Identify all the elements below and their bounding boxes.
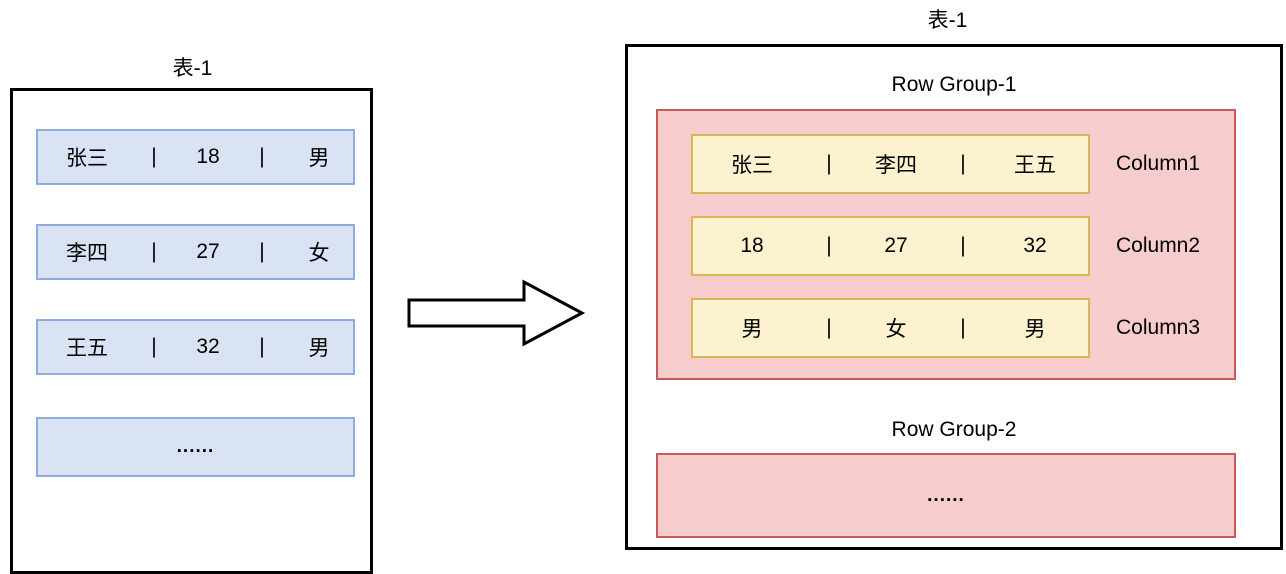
row-cell-separator: | (151, 240, 157, 263)
column-2-label: Column2 (1116, 234, 1201, 257)
left-row-oriented-table-panel: 表-1 张三 | 18 | 男 李四 | 27 | 女 王五 | 32 | 男 … (0, 44, 400, 574)
column-chunk-row[interactable]: 男 | 女 | 男 (691, 298, 1090, 358)
table-row[interactable]: 王五 | 32 | 男 (36, 319, 355, 375)
row-cell-separator: | (259, 145, 265, 168)
right-table-title: 表-1 (927, 9, 968, 32)
column-cell-separator: | (826, 234, 832, 257)
table-row[interactable]: 张三 | 18 | 男 (36, 129, 355, 185)
column-cell-1: 男 (741, 318, 763, 341)
column-cell-3: 男 (1024, 318, 1046, 341)
row-cell-gender: 女 (308, 242, 330, 265)
right-arrow-icon (407, 279, 586, 347)
row-cell-separator: | (151, 145, 157, 168)
left-table-title: 表-1 (172, 57, 213, 80)
column-cell-separator: | (960, 152, 966, 175)
column-1-label: Column1 (1116, 152, 1201, 175)
ellipsis-label: ...... (927, 484, 965, 506)
row-cell-separator: | (259, 335, 265, 358)
row-cell-age: 32 (196, 335, 220, 358)
column-cell-2: 27 (884, 234, 908, 257)
row-cell-age: 27 (196, 240, 220, 263)
left-table-outline: 张三 | 18 | 男 李四 | 27 | 女 王五 | 32 | 男 ....… (10, 88, 373, 574)
column-cell-2: 女 (885, 318, 907, 341)
column-cell-separator: | (826, 152, 832, 175)
row-group-1-box[interactable]: 张三 | 李四 | 王五 Column1 18 | 27 | 32 Column… (656, 109, 1236, 380)
right-table-outline: Row Group-1 张三 | 李四 | 王五 Column1 18 | 27… (625, 44, 1283, 550)
column-cell-2: 李四 (875, 154, 917, 177)
row-cell-separator: | (151, 335, 157, 358)
row-group-1-label: Row Group-1 (891, 73, 1017, 96)
row-cell-name: 张三 (66, 147, 108, 170)
column-cell-1: 张三 (731, 154, 773, 177)
row-group-2-label: Row Group-2 (891, 418, 1017, 441)
row-cell-gender: 男 (308, 337, 330, 360)
table-row-ellipsis[interactable]: ...... (36, 417, 355, 477)
column-3-label: Column3 (1116, 316, 1201, 339)
row-cell-separator: | (259, 240, 265, 263)
column-cell-3: 32 (1023, 234, 1047, 257)
right-column-oriented-table-panel: 表-1 Row Group-1 张三 | 李四 | 王五 Column1 18 … (610, 0, 1286, 560)
column-chunk-row[interactable]: 18 | 27 | 32 (691, 216, 1090, 276)
row-group-2-box[interactable]: ...... (656, 453, 1236, 538)
column-cell-separator: | (826, 316, 832, 339)
column-chunk-row[interactable]: 张三 | 李四 | 王五 (691, 134, 1090, 194)
column-cell-separator: | (960, 316, 966, 339)
row-cell-gender: 男 (308, 147, 330, 170)
row-cell-name: 王五 (66, 337, 108, 360)
row-cell-age: 18 (196, 145, 220, 168)
column-cell-separator: | (960, 234, 966, 257)
row-cell-name: 李四 (66, 242, 108, 265)
column-cell-3: 王五 (1014, 154, 1056, 177)
table-row[interactable]: 李四 | 27 | 女 (36, 224, 355, 280)
column-cell-1: 18 (740, 234, 764, 257)
ellipsis-label: ...... (176, 436, 215, 457)
transform-arrow (406, 278, 591, 348)
